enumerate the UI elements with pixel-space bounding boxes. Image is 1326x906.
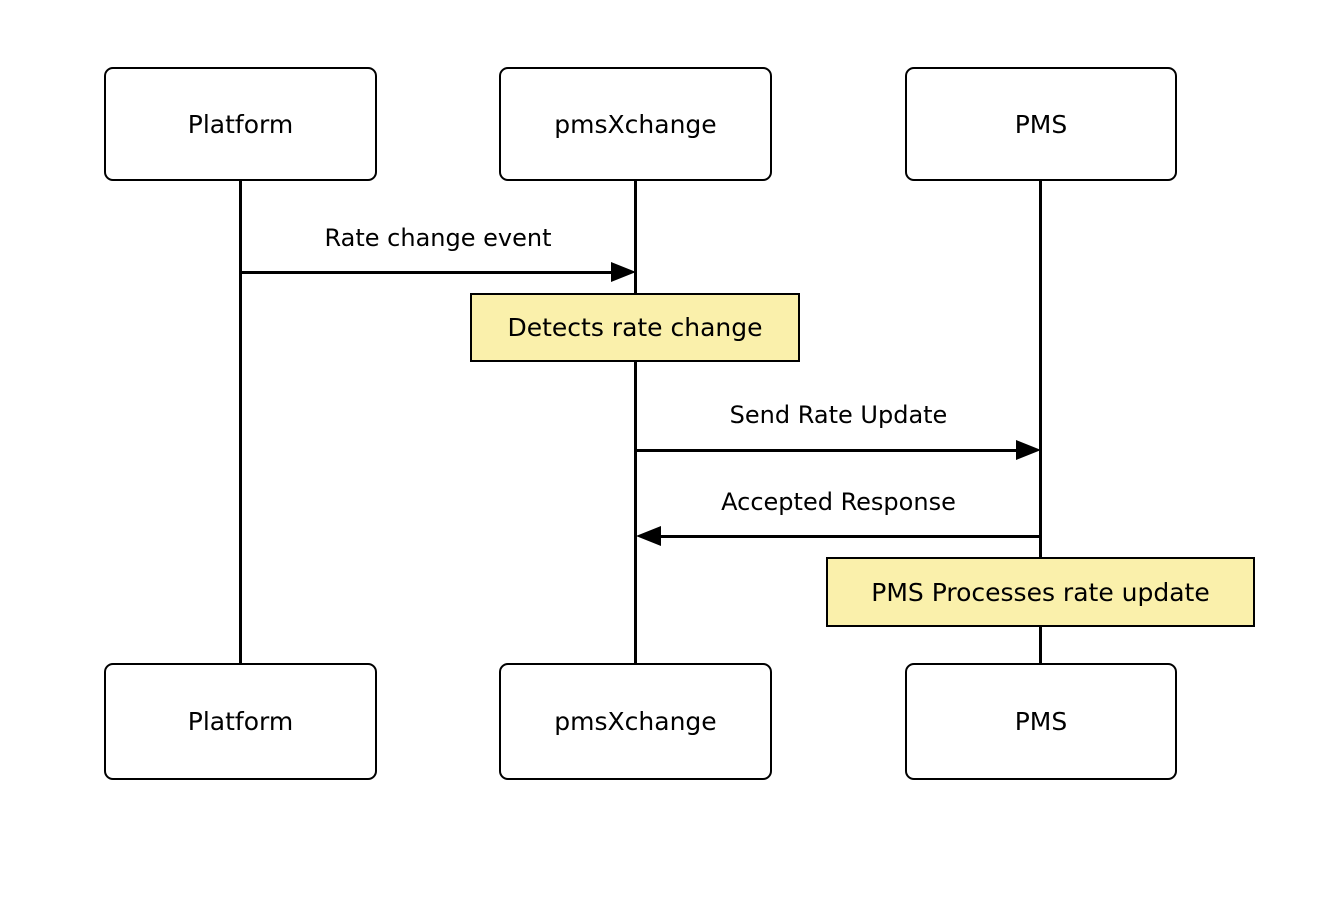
- actor-box-pms-top: PMS: [905, 67, 1177, 181]
- message-line-send-rate-update: [636, 449, 1017, 452]
- actor-box-pmsxchange-bottom: pmsXchange: [499, 663, 772, 780]
- lifeline-pmsxchange: [634, 181, 637, 663]
- message-label-accepted-response: Accepted Response: [721, 488, 956, 516]
- actor-box-pms-bottom: PMS: [905, 663, 1177, 780]
- message-label-send-rate-update: Send Rate Update: [729, 401, 948, 429]
- lifeline-pms: [1039, 181, 1042, 663]
- arrowhead-right-icon: [611, 262, 636, 282]
- lifeline-platform: [239, 181, 242, 663]
- actor-label-pms-top: PMS: [1014, 109, 1068, 139]
- actor-label-pmsxchange-bottom: pmsXchange: [554, 707, 717, 736]
- actor-label-platform-bottom: Platform: [187, 707, 294, 736]
- message-label-rate-change-event: Rate change event: [324, 224, 552, 252]
- arrowhead-right-icon: [1016, 440, 1041, 460]
- note-detects-rate-change: Detects rate change: [470, 293, 800, 362]
- actor-label-pms-bottom: PMS: [1014, 707, 1068, 736]
- note-label-pms-processes-rate-update: PMS Processes rate update: [871, 577, 1210, 607]
- actor-label-pmsxchange-top: pmsXchange: [554, 109, 717, 139]
- note-pms-processes-rate-update: PMS Processes rate update: [826, 557, 1255, 627]
- actor-label-platform-top: Platform: [187, 109, 294, 139]
- actor-box-pmsxchange-top: pmsXchange: [499, 67, 772, 181]
- note-label-detects-rate-change: Detects rate change: [507, 313, 763, 342]
- message-line-rate-change-event: [240, 271, 612, 274]
- arrowhead-left-icon: [636, 526, 661, 546]
- actor-box-platform-bottom: Platform: [104, 663, 377, 780]
- message-line-accepted-response: [660, 535, 1041, 538]
- actor-box-platform-top: Platform: [104, 67, 377, 181]
